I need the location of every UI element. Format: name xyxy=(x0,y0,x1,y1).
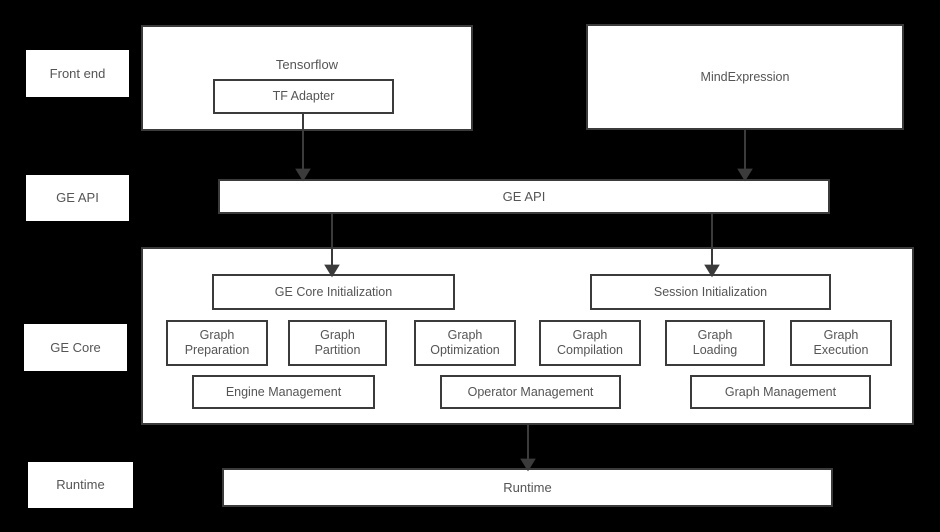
graph-compilation-box[interactable]: Graph Compilation xyxy=(539,320,641,366)
graph-preparation-box[interactable]: Graph Preparation xyxy=(166,320,268,366)
layer-label-ge-core: GE Core xyxy=(24,324,127,371)
ge-api-bar[interactable]: GE API xyxy=(218,179,830,214)
layer-label-ge-api: GE API xyxy=(26,175,129,221)
tensorflow-container: Tensorflow xyxy=(141,25,473,131)
layer-label-runtime: Runtime xyxy=(28,462,133,508)
graph-optimization-box[interactable]: Graph Optimization xyxy=(414,320,516,366)
operator-management-box[interactable]: Operator Management xyxy=(440,375,621,409)
runtime-bar[interactable]: Runtime xyxy=(222,468,833,507)
graph-management-box[interactable]: Graph Management xyxy=(690,375,871,409)
graph-execution-box[interactable]: Graph Execution xyxy=(790,320,892,366)
tensorflow-title: Tensorflow xyxy=(275,57,339,72)
graph-loading-box[interactable]: Graph Loading xyxy=(665,320,765,366)
engine-management-box[interactable]: Engine Management xyxy=(192,375,375,409)
mindexpression-box[interactable]: MindExpression xyxy=(586,24,904,130)
ge-core-initialization-box[interactable]: GE Core Initialization xyxy=(212,274,455,310)
graph-partition-box[interactable]: Graph Partition xyxy=(288,320,387,366)
session-initialization-box[interactable]: Session Initialization xyxy=(590,274,831,310)
tf-adapter-box[interactable]: TF Adapter xyxy=(213,79,394,114)
layer-label-front-end: Front end xyxy=(26,50,129,97)
